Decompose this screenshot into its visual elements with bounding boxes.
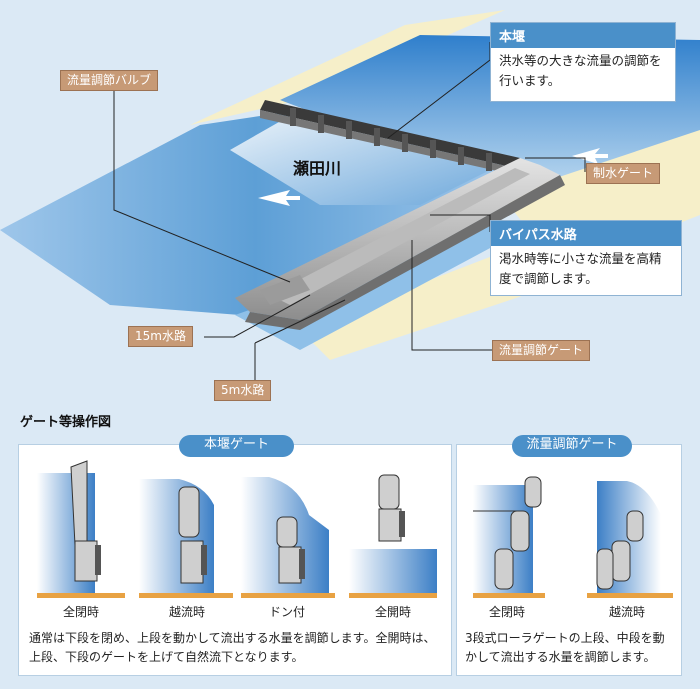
main-weir-gate-panel: 本堰ゲート 全閉時 越流時 <box>18 435 452 676</box>
main-weir-card: 本堰 洪水等の大きな流量の調節を行います。 <box>490 22 676 102</box>
flow-state-label-full-closed: 全閉時 <box>488 605 525 619</box>
tag-flow-valve: 流量調節バルブ <box>60 70 159 91</box>
flow-gate-title: 流量調節ゲート <box>512 435 632 457</box>
state-label-full-closed: 全閉時 <box>62 605 99 619</box>
main-weir-title: 本堰 <box>491 23 675 48</box>
main-weir-body: 洪水等の大きな流量の調節を行います。 <box>499 53 662 88</box>
river-label: 瀬田川 <box>293 159 342 178</box>
bypass-body: 渇水時等に小さな流量を高精度で調節します。 <box>499 251 662 286</box>
flow-gate-diagrams <box>473 476 673 598</box>
flow-state-label-overflow: 越流時 <box>608 605 645 619</box>
main-weir-gate-title: 本堰ゲート <box>179 435 294 457</box>
main-weir-gate-description: 通常は下段を閉め、上段を動かして流出する水量を調節します。全開時は、上段、下段の… <box>29 631 436 664</box>
state-label-overflow: 越流時 <box>168 605 205 619</box>
tag-channel-5m: 5m水路 <box>214 380 272 401</box>
section-title: ゲート等操作図 <box>20 415 112 430</box>
tag-flow-gate: 流量調節ゲート <box>492 340 591 361</box>
bypass-card: バイパス水路 渇水時等に小さな流量を高精度で調節します。 <box>490 220 682 296</box>
main-weir-gate-diagrams <box>37 460 437 598</box>
tag-control-gate: 制水ゲート <box>586 163 661 184</box>
state-label-full-open: 全開時 <box>374 605 411 619</box>
flow-gate-description: 3段式ローラゲートの上段、中段を動かして流出する水量を調節します。 <box>465 631 665 664</box>
state-label-don-tsuki: ドン付 <box>268 605 305 619</box>
tag-channel-15m: 15m水路 <box>128 326 193 347</box>
flow-gate-panel: 流量調節ゲート 全閉時 越流時 3段式ローラゲートの上段、中段を動かして流出する… <box>456 435 682 676</box>
bypass-title: バイパス水路 <box>491 221 681 246</box>
